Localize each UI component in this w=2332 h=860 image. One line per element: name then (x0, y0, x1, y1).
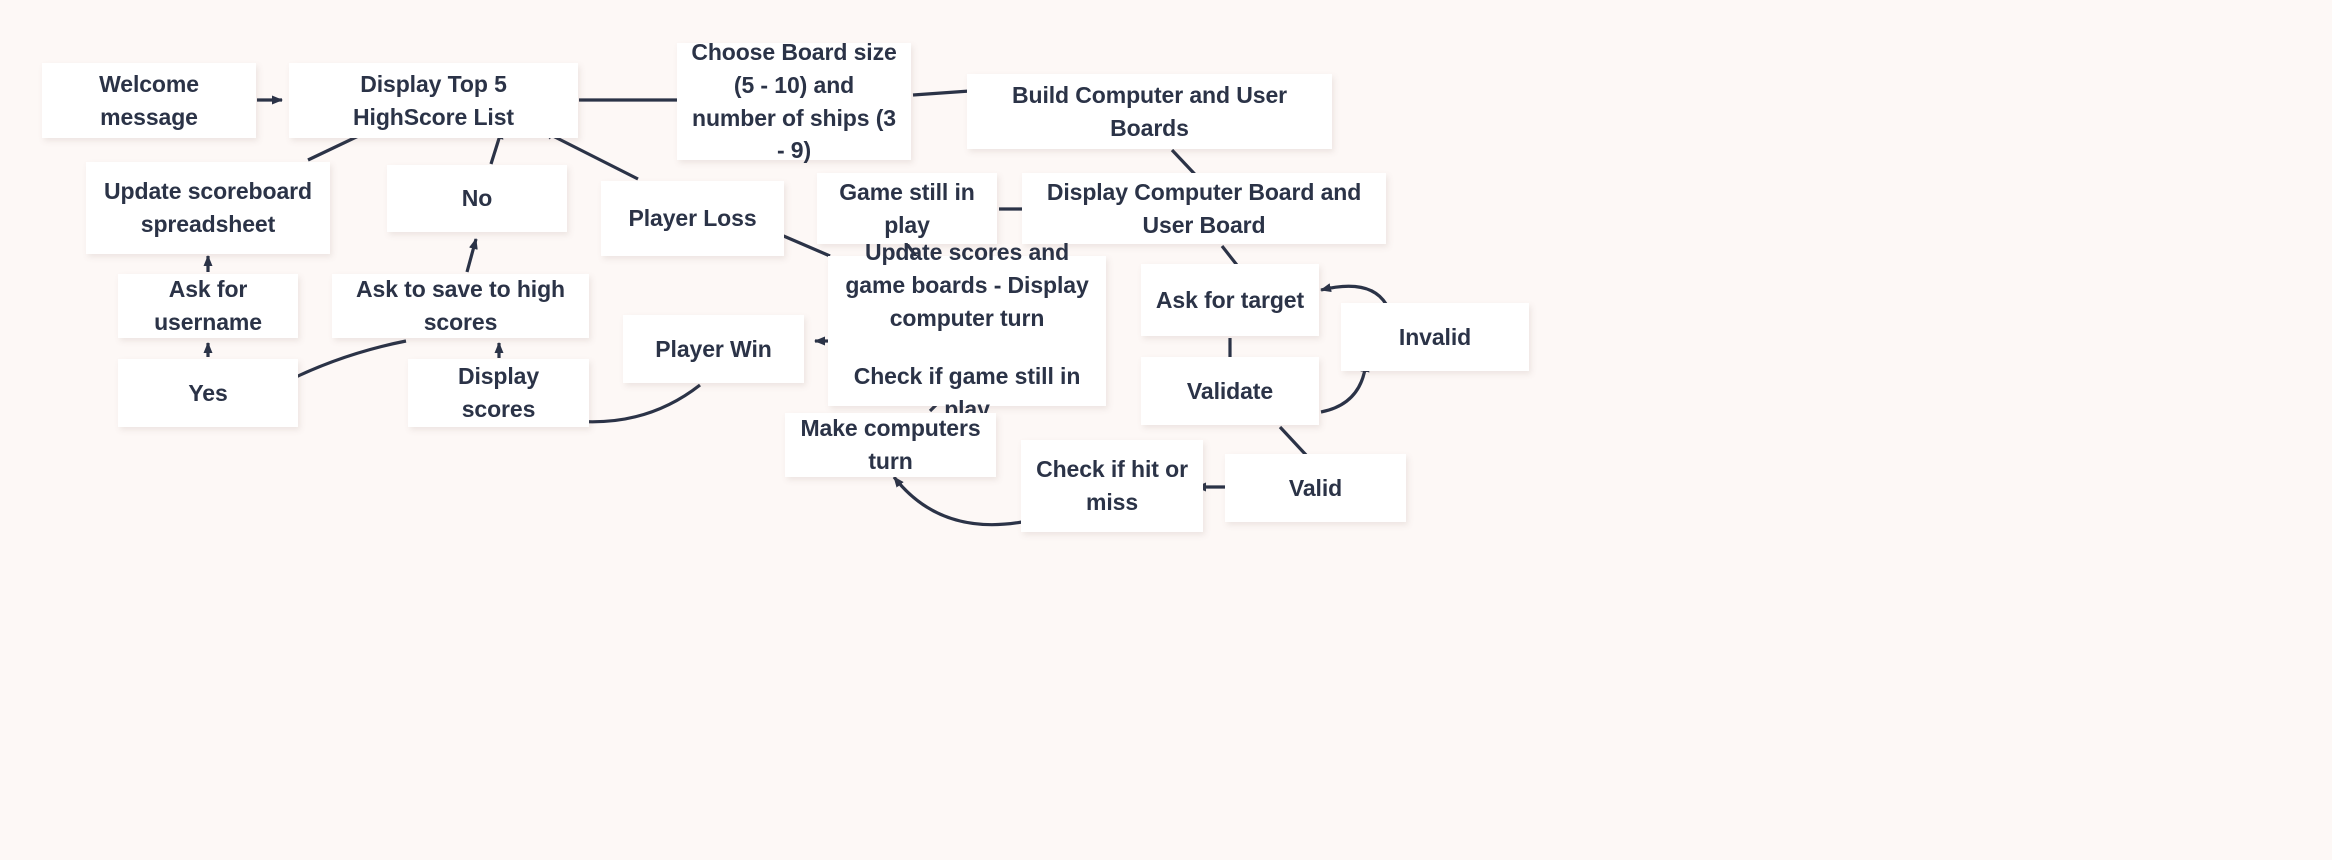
node-display-computer-board-and-user-board[interactable]: Display Computer Board and User Board (1022, 173, 1386, 244)
node-ask-for-target[interactable]: Ask for target (1141, 264, 1319, 336)
node-label: Update scoreboard spreadsheet (104, 178, 312, 237)
node-label: Display Top 5 HighScore List (353, 70, 514, 130)
node-label: Player Win (655, 335, 772, 362)
node-display-scores[interactable]: Display scores (408, 359, 589, 427)
node-ask-to-save-to-high-scores[interactable]: Ask to save to high scores (332, 274, 589, 338)
node-label: Invalid (1398, 323, 1472, 350)
node-check-if-hit-or-miss[interactable]: Check if hit or miss (1021, 440, 1203, 532)
node-label: Make computers turn (800, 415, 981, 474)
node-invalid[interactable]: Invalid (1341, 303, 1529, 371)
node-label: Ask for username (154, 276, 262, 335)
edge-ask-save-to-no (465, 238, 478, 273)
node-label: Player Loss (628, 205, 757, 232)
node-label: Yes (188, 379, 228, 406)
node-label: No (461, 185, 493, 212)
node-label: Validate (1186, 377, 1274, 404)
node-valid[interactable]: Valid (1225, 454, 1406, 522)
node-player-win[interactable]: Player Win (623, 315, 804, 383)
node-yes[interactable]: Yes (118, 359, 298, 427)
node-label: Check if hit or miss (1036, 456, 1188, 515)
edge-invalid-to-ask-target (1320, 283, 1388, 305)
node-game-still-in-play[interactable]: Game still in play (817, 173, 997, 244)
node-label: Valid (1288, 474, 1343, 501)
node-welcome-message[interactable]: Welcome message (42, 63, 256, 138)
node-label: Display scores (457, 363, 540, 422)
edge-check-hit-to-make-comp-turn (892, 476, 1023, 527)
node-player-loss[interactable]: Player Loss (601, 181, 784, 256)
node-display-top-5-highscore-list[interactable]: Display Top 5 HighScore List (289, 63, 578, 138)
node-label: Ask for target (1155, 286, 1305, 313)
node-no[interactable]: No (387, 165, 567, 232)
node-ask-for-username[interactable]: Ask for username (118, 274, 298, 338)
node-label: Choose Board size (5 - 10) and number of… (691, 39, 897, 164)
node-label: Update scores and game boards - Display … (845, 239, 1089, 331)
node-update-scores-and-game-boards[interactable]: Update scores and game boards - Display … (828, 239, 1106, 422)
node-build-computer-and-user-boards[interactable]: Build Computer and User Boards (967, 74, 1332, 149)
node-update-scoreboard-spreadsheet[interactable]: Update scoreboard spreadsheet (86, 162, 330, 254)
node-validate[interactable]: Validate (1141, 357, 1319, 425)
node-label: Welcome message (99, 70, 199, 130)
node-make-computers-turn[interactable]: Make computers turn (785, 413, 996, 477)
node-choose-board-size[interactable]: Choose Board size (5 - 10) and number of… (677, 39, 911, 163)
node-label: Build Computer and User Boards (1011, 81, 1287, 141)
node-label: Display Computer Board and User Board (1046, 178, 1362, 238)
node-label: Ask to save to high scores (356, 276, 565, 335)
node-label: Game still in play (839, 178, 975, 238)
